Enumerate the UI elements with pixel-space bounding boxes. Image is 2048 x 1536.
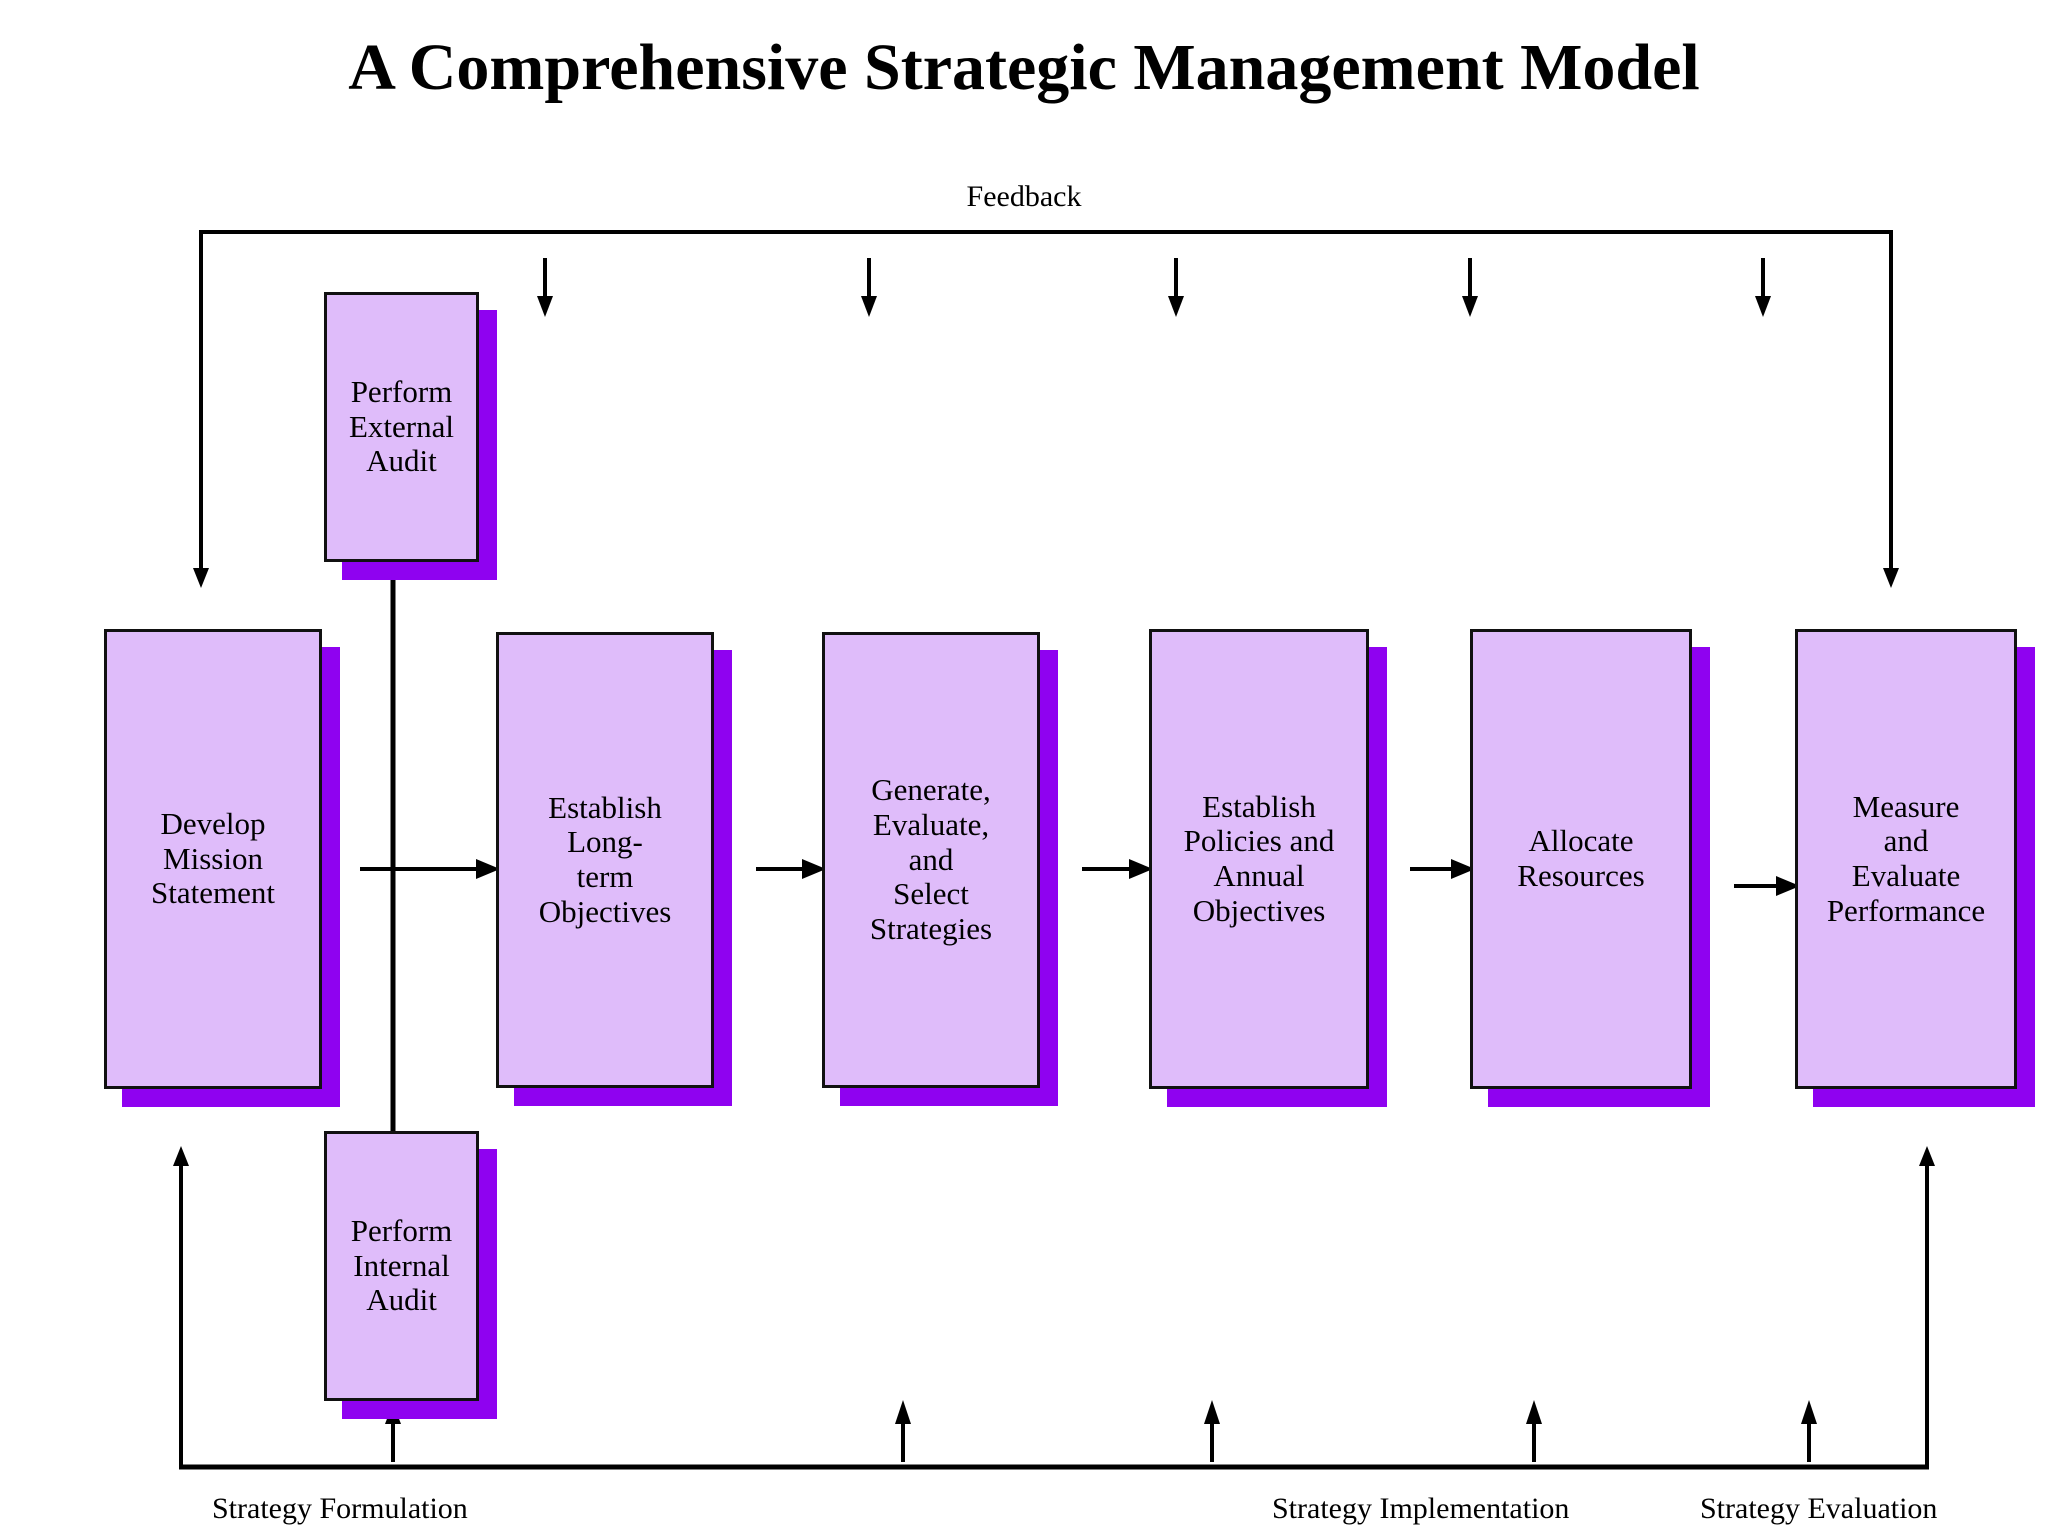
- box-measure-evaluate-performance[interactable]: Measure and Evaluate Performance: [1795, 629, 2017, 1089]
- feedback-arrows-bottom: [385, 1400, 1817, 1462]
- box-develop-mission-statement[interactable]: Develop Mission Statement: [104, 629, 322, 1089]
- box-label-measure-evaluate-performance: Measure and Evaluate Performance: [1826, 788, 1986, 928]
- feedback-label: Feedback: [966, 180, 1082, 213]
- box-label-perform-internal-audit: Perform Internal Audit: [350, 1212, 453, 1318]
- box-establish-long-term-objectives[interactable]: Establish Long- term Objectives: [496, 632, 714, 1088]
- box-perform-internal-audit[interactable]: Perform Internal Audit: [324, 1131, 479, 1401]
- box-label-allocate-resources: Allocate Resources: [1517, 823, 1645, 893]
- page-title: A Comprehensive Strategic Management Mod…: [348, 31, 1700, 104]
- box-generate-evaluate-select-strategies[interactable]: Generate, Evaluate, and Select Strategie…: [822, 632, 1040, 1088]
- label-strategy-formulation: Strategy Formulation: [212, 1492, 468, 1525]
- box-label-perform-external-audit: Perform External Audit: [348, 373, 454, 479]
- label-strategy-evaluation: Strategy Evaluation: [1700, 1492, 1938, 1525]
- box-label-establish-policies-annual-objectives: Establish Policies and Annual Objectives: [1183, 788, 1335, 928]
- box-label-establish-long-term-objectives: Establish Long- term Objectives: [538, 789, 672, 929]
- box-establish-policies-annual-objectives[interactable]: Establish Policies and Annual Objectives: [1149, 629, 1369, 1089]
- feedback-arrows-top: [537, 258, 1771, 317]
- box-label-develop-mission-statement: Develop Mission Statement: [151, 805, 275, 911]
- box-perform-external-audit[interactable]: Perform External Audit: [324, 292, 479, 562]
- label-strategy-implementation: Strategy Implementation: [1272, 1492, 1570, 1525]
- box-allocate-resources[interactable]: Allocate Resources: [1470, 629, 1692, 1089]
- box-label-generate-evaluate-select-strategies: Generate, Evaluate, and Select Strategie…: [869, 772, 993, 947]
